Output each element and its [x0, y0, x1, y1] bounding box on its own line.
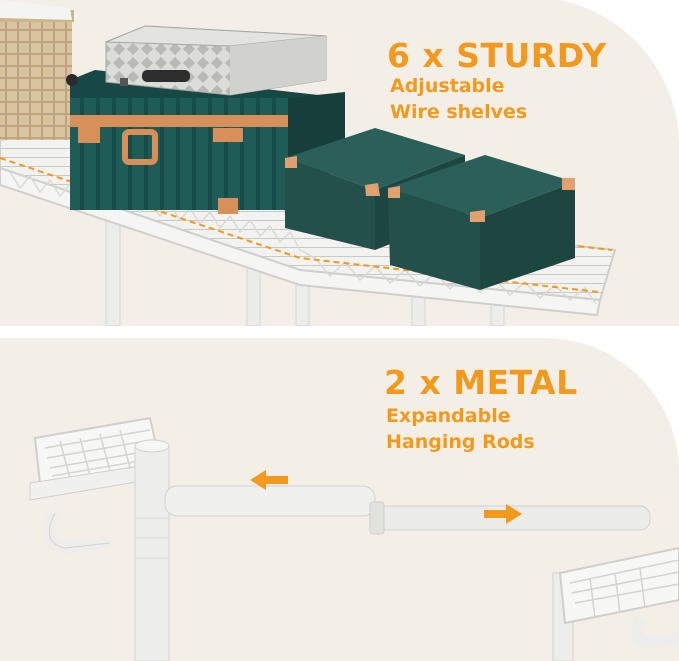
hanging-hook	[631, 615, 679, 650]
wire-shelf-truss	[0, 166, 602, 317]
panel-divider	[0, 326, 679, 338]
arrow-right-icon	[484, 504, 522, 524]
wicker-basket	[0, 0, 74, 140]
subtitle-line: Adjustable	[390, 75, 505, 97]
right-wire-shelf	[558, 546, 679, 625]
vertical-post	[134, 445, 170, 661]
silver-suitcase	[105, 25, 327, 96]
subtitle-line: Expandable	[386, 405, 511, 427]
shelves-feature-panel: 6 x STURDY Adjustable Wire shelves	[0, 0, 679, 326]
rod-illustration	[0, 338, 679, 661]
left-wire-shelf	[29, 416, 162, 501]
headline-shelves: 6 x STURDY	[387, 36, 607, 75]
rods-feature-panel: 2 x METAL Expandable Hanging Rods	[0, 338, 679, 661]
subtitle-line: Hanging Rods	[386, 431, 535, 453]
subtitle-line: Wire shelves	[390, 101, 528, 123]
arrow-left-icon	[250, 470, 288, 490]
headline-rods: 2 x METAL	[384, 363, 578, 402]
storage-box-right	[388, 155, 575, 290]
shelf-illustration	[0, 0, 679, 326]
hanging-rod-outer	[164, 485, 376, 517]
